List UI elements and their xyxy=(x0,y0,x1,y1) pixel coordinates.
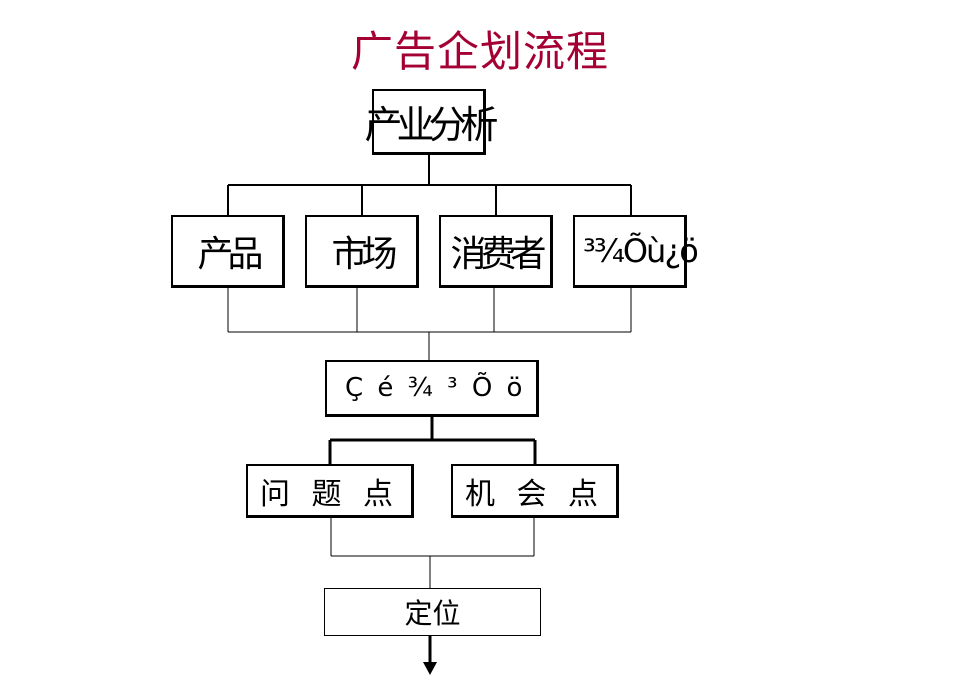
opportunity-points-box: 机 会 点 xyxy=(451,464,619,518)
arrow-down-icon xyxy=(423,662,437,675)
industry-analysis-box: 产业分析 xyxy=(365,89,499,155)
page-title: 广告企划流程 xyxy=(350,27,609,76)
flow-connectors xyxy=(227,155,632,675)
category-box-market: 市场 xyxy=(305,215,419,288)
problem-points-box: 问 题 点 xyxy=(246,464,414,518)
positioning-box: 定位 xyxy=(324,588,541,636)
situation-analysis-box: Ç é ¾ ³ Õ ö xyxy=(325,360,539,417)
category-box-consumer: 消费者 xyxy=(439,215,553,288)
category-box-product: 产品 xyxy=(171,215,285,288)
category-box-competition: ³¾Õù¿ö xyxy=(573,215,699,288)
